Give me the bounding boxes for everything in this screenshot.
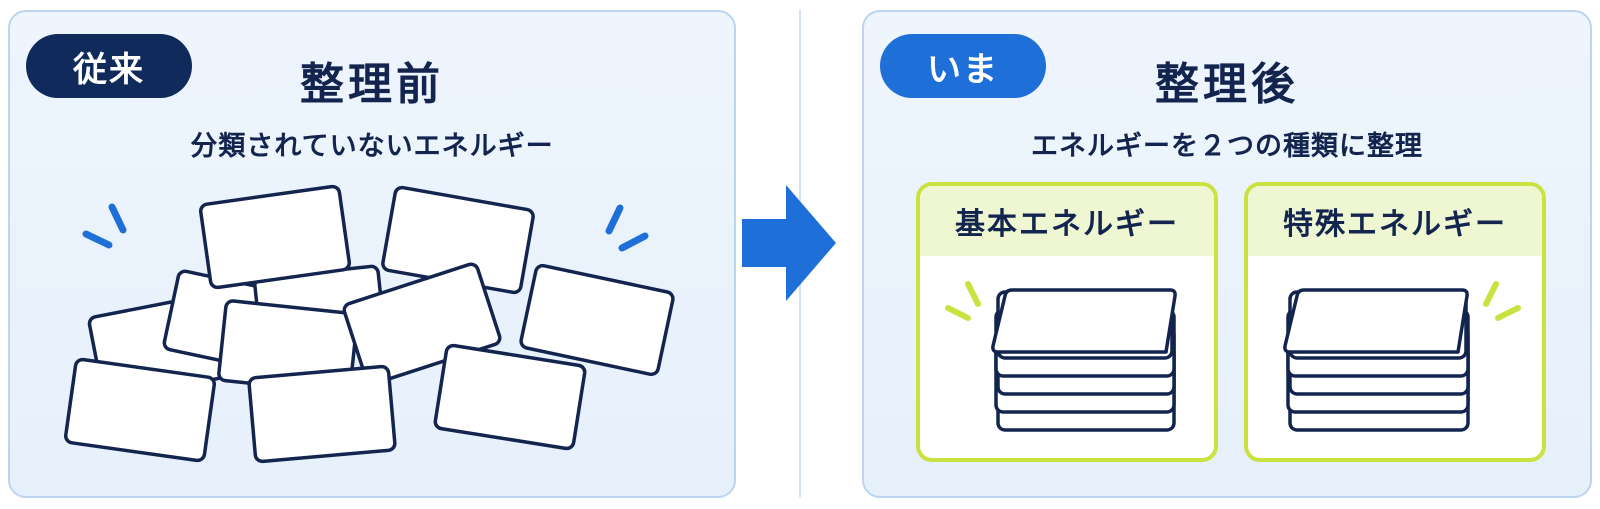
spark-lines-icon bbox=[82, 203, 127, 249]
card-stack-illustration bbox=[1283, 281, 1521, 432]
card-icon bbox=[1283, 288, 1469, 354]
spark-lines-icon bbox=[1483, 281, 1521, 321]
card-icon bbox=[519, 263, 675, 377]
special-energy-box: 特殊エネルギー bbox=[1244, 182, 1546, 462]
card-icon bbox=[433, 343, 587, 451]
card-icon bbox=[198, 184, 352, 290]
spark-lines-icon bbox=[945, 281, 981, 321]
card-stack-illustration bbox=[945, 281, 1177, 432]
card-icon bbox=[247, 364, 397, 464]
scattered-cards-illustration bbox=[63, 184, 675, 464]
after-title: 整理後 bbox=[1155, 59, 1299, 110]
after-badge: いま bbox=[880, 34, 1046, 98]
before-panel: 従来 整理前 分類されていないエネルギー bbox=[8, 10, 736, 498]
after-panel: いま 整理後 エネルギーを２つの種類に整理 基本エネルギー 特殊エネルギー bbox=[862, 10, 1592, 498]
spark-lines-icon bbox=[605, 204, 649, 252]
card-icon bbox=[991, 288, 1177, 354]
card-icon bbox=[63, 357, 217, 463]
basic-energy-label: 基本エネルギー bbox=[920, 186, 1214, 256]
basic-energy-box: 基本エネルギー bbox=[916, 182, 1218, 462]
before-badge: 従来 bbox=[26, 34, 192, 98]
after-subtitle: エネルギーを２つの種類に整理 bbox=[1031, 131, 1423, 162]
before-subtitle: 分類されていないエネルギー bbox=[190, 131, 554, 162]
special-energy-label: 特殊エネルギー bbox=[1248, 186, 1542, 256]
before-title: 整理前 bbox=[300, 59, 444, 110]
right-arrow-icon bbox=[742, 185, 836, 301]
